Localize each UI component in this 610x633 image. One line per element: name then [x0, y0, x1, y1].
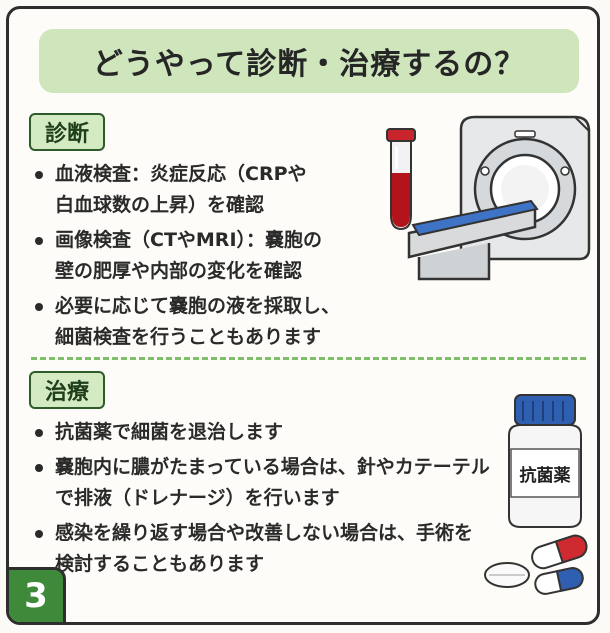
treatment-item-surgery: 感染を繰り返す場合や改善しない場合は、手術を 検討することもあります [31, 518, 501, 580]
blood-test-tube-icon [386, 128, 416, 231]
treatment-item-drainage: 嚢胞内に膿がたまっている場合は、針やカテーテル で排液（ドレナージ）を行います [31, 452, 501, 514]
treatment-list: 抗菌薬で細菌を退治します 嚢胞内に膿がたまっている場合は、針やカテーテル で排液… [31, 417, 501, 584]
diagnosis-item-blood-test: 血液検査：炎症反応（CRPや 白血球数の上昇）を確認 [31, 159, 411, 221]
treatment-label: 治療 [29, 371, 106, 409]
section-divider [31, 357, 586, 360]
pills-icon [484, 534, 588, 595]
diagnosis-item-imaging: 画像検査（CTやMRI）：嚢胞の 壁の肥厚や内部の変化を確認 [31, 225, 411, 287]
medicine-bottle-label: 抗菌薬 [519, 466, 571, 486]
info-card: どうやって診断・治療するの？ 診断 血液検査：炎症反応（CRPや 白血球数の上昇… [6, 6, 600, 625]
diagnosis-item-fluid-culture: 必要に応じて嚢胞の液を採取し、 細菌検査を行うこともあります [31, 291, 411, 353]
page-number-badge: 3 [9, 567, 66, 622]
page-title: どうやって診断・治療するの？ [39, 29, 579, 93]
ct-scanner-icon [407, 115, 591, 281]
diagnosis-list: 血液検査：炎症反応（CRPや 白血球数の上昇）を確認 画像検査（CTやMRI）：… [31, 159, 411, 357]
diagnosis-label: 診断 [29, 113, 106, 151]
medicine-bottle-icon [508, 394, 582, 528]
treatment-item-antibiotics: 抗菌薬で細菌を退治します [31, 417, 501, 448]
